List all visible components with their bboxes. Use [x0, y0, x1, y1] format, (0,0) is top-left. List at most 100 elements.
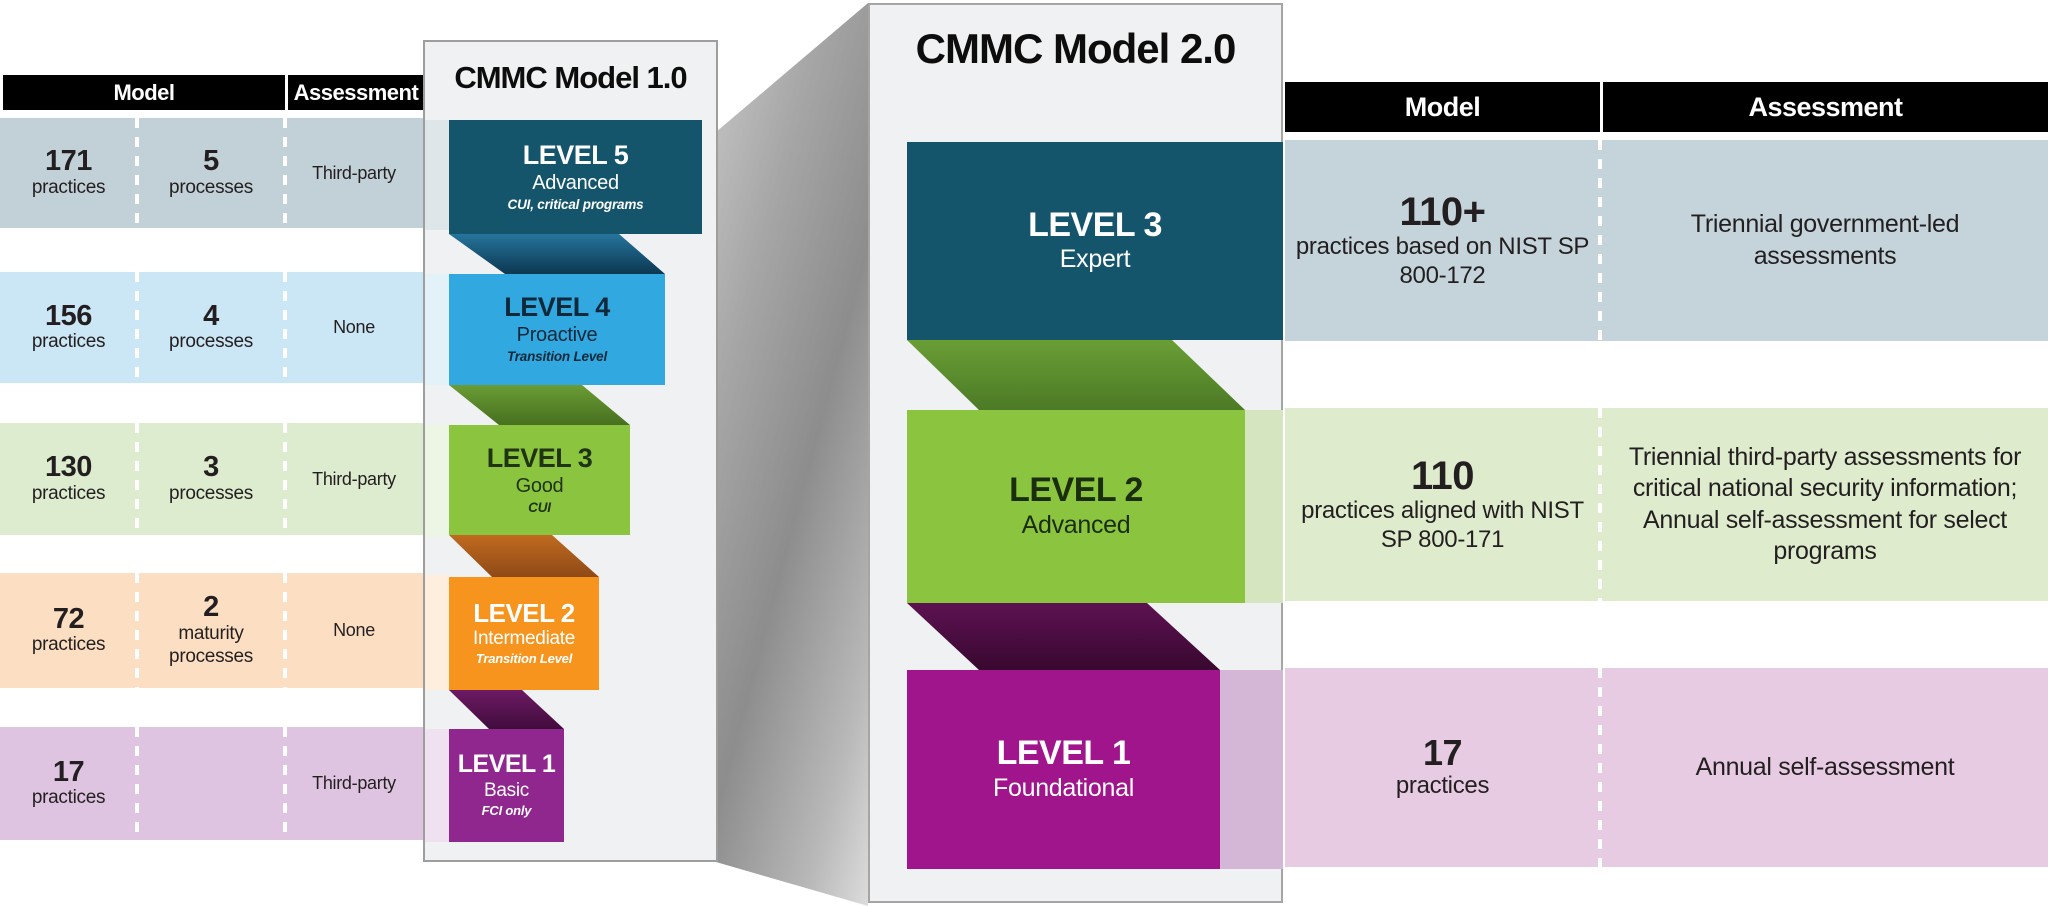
practices-count: 17	[1422, 732, 1463, 774]
panel-cmmc-model-1-0: CMMC Model 1.0 LEVEL 5 Advanced CUI, cri…	[423, 40, 718, 862]
page-fold-spine	[716, 3, 868, 906]
processes-cell	[137, 727, 285, 840]
fold-ribbon	[449, 690, 564, 729]
level-subtitle: Basic	[484, 779, 529, 801]
table-row: 171 practices 5 processes Third-party	[0, 118, 423, 228]
table-row: 130 practices 3 processes Third-party	[0, 423, 423, 535]
right-model-header: Model	[1404, 91, 1481, 122]
processes-count: 4	[203, 299, 219, 332]
practices-cell: 17 practices	[0, 727, 137, 840]
processes-label: processes	[169, 176, 253, 198]
processes-count: 2	[203, 591, 219, 624]
practices-cell: 130 practices	[0, 423, 137, 535]
practices-cell: 171 practices	[0, 118, 137, 228]
processes-label: processes	[169, 331, 253, 353]
practices-label: practices	[31, 482, 106, 504]
row-overlap-strip	[425, 425, 449, 537]
fold-ribbon	[449, 234, 665, 274]
level-name: LEVEL 3	[486, 442, 593, 473]
level-note: Transition Level	[506, 349, 608, 365]
processes-label: maturity processes	[169, 622, 253, 667]
column-divider	[135, 573, 139, 688]
column-divider	[283, 573, 287, 688]
assessment-cell: Third-party	[285, 727, 423, 840]
row-overlap-strip	[425, 120, 449, 230]
practices-cell: 72 practices	[0, 573, 137, 688]
practices-count: 130	[45, 451, 92, 484]
practices-label: practices	[31, 787, 106, 809]
right-assessment-header: Assessment	[1748, 91, 1903, 122]
assessment-value: Triennial government-led assessments	[1690, 210, 1960, 270]
processes-cell: 2 maturity processes	[137, 573, 285, 688]
level-note: Transition Level	[475, 651, 573, 667]
column-divider	[1598, 668, 1602, 867]
level-box-2-advanced: LEVEL 2 Advanced	[907, 410, 1245, 603]
left-header-divider	[285, 75, 288, 110]
practices-count: 72	[52, 602, 85, 635]
assessment-cell: None	[285, 272, 423, 383]
assessment-cell: None	[285, 573, 423, 688]
row-overlap-strip	[425, 729, 449, 842]
practices-description: practices aligned with NIST SP 800-171	[1301, 496, 1584, 553]
right-header-divider	[1600, 82, 1603, 132]
left-assessment-header: Assessment	[293, 79, 419, 105]
processes-count: 5	[203, 145, 219, 178]
assessment-cell: Third-party	[285, 423, 423, 535]
assessment-value: Annual self-assessment	[1695, 752, 1955, 781]
model-cell: 110 practices aligned with NIST SP 800-1…	[1285, 408, 1600, 601]
processes-cell: 3 processes	[137, 423, 285, 535]
practices-label: practices	[31, 176, 106, 198]
level-note: CUI, critical programs	[507, 196, 644, 212]
level-subtitle: Expert	[1059, 245, 1131, 274]
table-row: 156 practices 4 processes None	[0, 272, 423, 383]
model-cell: 17 practices	[1285, 668, 1600, 867]
row-overlap-strip	[1220, 670, 1283, 869]
table-row: 110 practices aligned with NIST SP 800-1…	[1285, 408, 2048, 601]
column-divider	[135, 272, 139, 383]
right-table-header: Model Assessment	[1285, 82, 2048, 132]
table-row: 72 practices 2 maturity processes None	[0, 573, 423, 688]
assessment-value: None	[333, 317, 375, 337]
row-overlap-strip	[425, 274, 449, 385]
processes-label: processes	[169, 482, 253, 504]
table-row: 110+ practices based on NIST SP 800-172 …	[1285, 140, 2048, 341]
practices-description: practices based on NIST SP 800-172	[1295, 232, 1590, 289]
assessment-cell: Triennial third-party assessments for cr…	[1602, 408, 2048, 601]
level-box-5: LEVEL 5 Advanced CUI, critical programs	[449, 120, 702, 234]
level-box-3-expert: LEVEL 3 Expert	[907, 142, 1283, 340]
assessment-value: Third-party	[312, 468, 396, 489]
column-divider	[283, 272, 287, 383]
left-table-header: Model Assessment	[3, 75, 424, 110]
level-subtitle: Intermediate	[472, 628, 575, 650]
column-divider	[135, 118, 139, 228]
level-subtitle: Advanced	[1021, 510, 1131, 539]
level-subtitle: Foundational	[993, 773, 1134, 802]
column-divider	[1598, 408, 1602, 601]
table-row: 17 practices Third-party	[0, 727, 423, 840]
left-model-header: Model	[113, 79, 175, 105]
model-cell: 110+ practices based on NIST SP 800-172	[1285, 140, 1600, 341]
level-name: LEVEL 1	[996, 734, 1131, 773]
assessment-cell: Third-party	[285, 118, 423, 228]
level-box-1-foundational: LEVEL 1 Foundational	[907, 670, 1220, 869]
practices-label: practices	[31, 634, 106, 656]
assessment-value: Triennial third-party assessments for cr…	[1628, 443, 2022, 565]
level-note: FCI only	[481, 802, 532, 818]
practices-count: 171	[45, 145, 92, 178]
level-name: LEVEL 4	[504, 292, 610, 323]
assessment-cell: Triennial government-led assessments	[1602, 140, 2048, 341]
column-divider	[135, 727, 139, 840]
level-name: LEVEL 3	[1028, 205, 1162, 244]
assessment-value: Third-party	[312, 162, 396, 183]
level-subtitle: Proactive	[516, 324, 598, 347]
panel-cmmc-model-2-0: CMMC Model 2.0 LEVEL 3 Expert LEVEL 2 Ad…	[868, 3, 1283, 903]
level-subtitle: Good	[515, 474, 564, 497]
fold-ribbon	[907, 340, 1245, 410]
panel-2-0-title: CMMC Model 2.0	[915, 25, 1237, 72]
practices-count: 156	[45, 299, 92, 332]
practices-description: practices	[1395, 772, 1490, 799]
level-box-3: LEVEL 3 Good CUI	[449, 425, 630, 535]
column-divider	[135, 423, 139, 535]
column-divider	[283, 118, 287, 228]
